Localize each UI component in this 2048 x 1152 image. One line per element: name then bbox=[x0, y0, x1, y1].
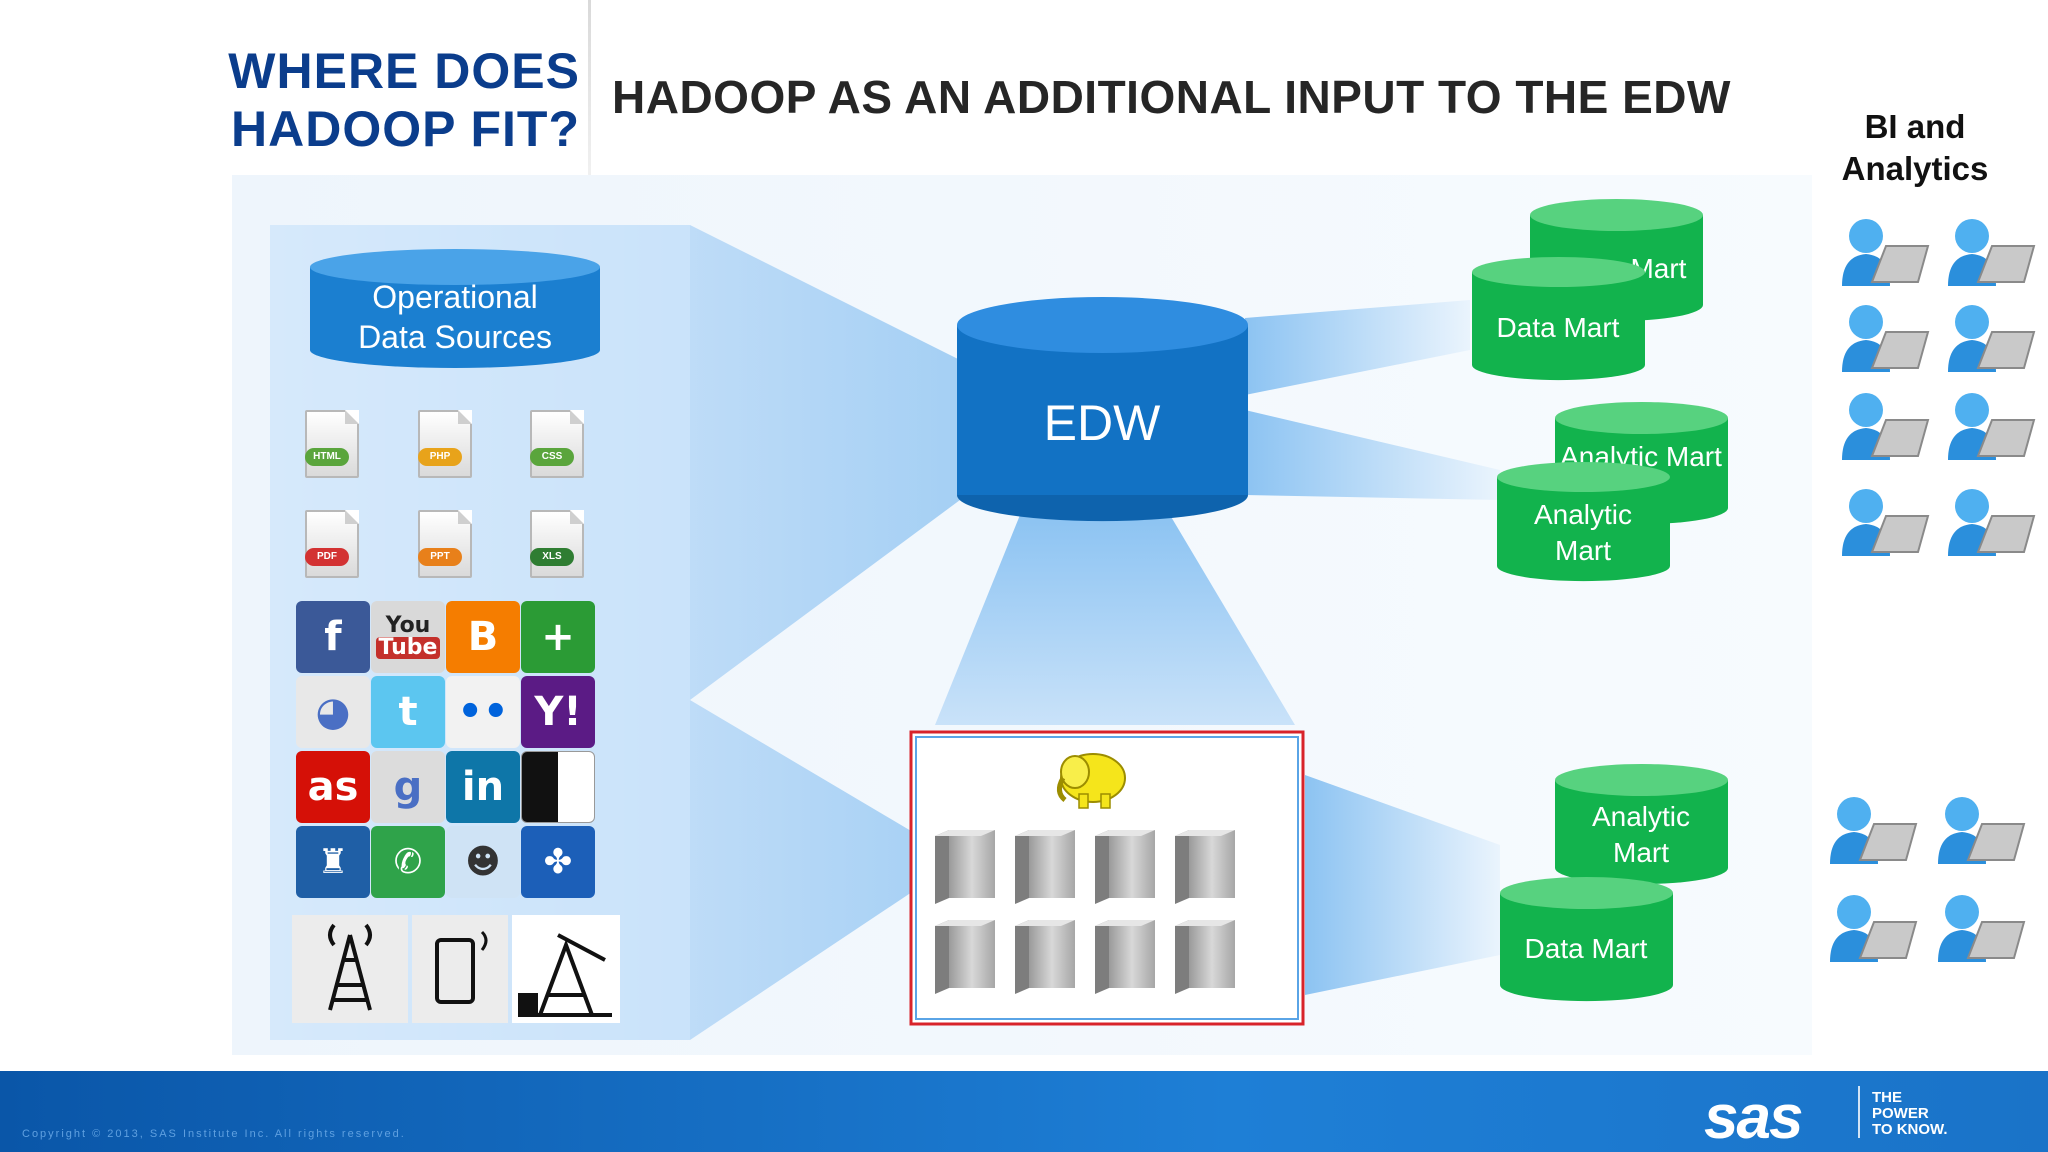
ppt-file-icon: PPT bbox=[418, 510, 472, 578]
mobile-phone-icon bbox=[412, 915, 508, 1023]
analytic-mart-front-cylinder: Analytic Mart bbox=[1497, 462, 1670, 582]
edw-to-data-mart-beam bbox=[1245, 300, 1470, 395]
css-file-icon: CSS bbox=[530, 410, 584, 478]
edw-to-analytic-mart-beam bbox=[1245, 410, 1500, 500]
reddit-icon: ☻ bbox=[446, 826, 520, 898]
myspace-icon: ♜ bbox=[296, 826, 370, 898]
section-title: WHERE DOES HADOOP FIT? bbox=[228, 43, 580, 157]
hadoop-to-marts-beam bbox=[1305, 775, 1500, 995]
server-icon bbox=[1095, 830, 1155, 904]
server-icon bbox=[1015, 920, 1075, 994]
twitter-icon: t bbox=[371, 676, 445, 748]
php-file-icon: PHP bbox=[418, 410, 472, 478]
user-laptop-icon bbox=[1948, 489, 2036, 556]
file-type-label: PPT bbox=[418, 548, 462, 566]
delicious-icon bbox=[521, 751, 595, 823]
analytic-mart-lower-label-1: Analytic bbox=[1592, 801, 1690, 832]
server-icon bbox=[1095, 920, 1155, 994]
sas-tagline: THE POWER TO KNOW. bbox=[1872, 1090, 1962, 1138]
edw-label: EDW bbox=[1044, 395, 1161, 451]
server-icon bbox=[1015, 830, 1075, 904]
linkedin-icon: in bbox=[446, 751, 520, 823]
user-laptop-icon bbox=[1938, 797, 2026, 864]
bi-users bbox=[1830, 219, 2036, 962]
slide-title: HADOOP AS AN ADDITIONAL INPUT TO THE EDW bbox=[612, 71, 1731, 123]
html-file-icon: HTML bbox=[305, 410, 359, 478]
hadoop-servers bbox=[935, 830, 1235, 994]
file-type-label: CSS bbox=[530, 448, 574, 466]
user-laptop-icon bbox=[1948, 393, 2036, 460]
sas-logo: sas bbox=[1704, 1083, 1803, 1152]
user-laptop-icon bbox=[1842, 489, 1930, 556]
blogger-icon: B bbox=[446, 601, 520, 673]
yahoo-icon: Y! bbox=[521, 676, 595, 748]
analytic-mart-lower-label-2: Mart bbox=[1613, 837, 1669, 868]
flickr-icon: •• bbox=[446, 676, 520, 748]
edw-cylinder: EDW bbox=[957, 297, 1248, 522]
hadoop-elephant-icon bbox=[1057, 753, 1126, 809]
user-laptop-icon bbox=[1938, 895, 2026, 962]
user-laptop-icon bbox=[1842, 393, 1930, 460]
title-divider bbox=[588, 0, 591, 200]
pdf-file-icon: PDF bbox=[305, 510, 359, 578]
google-icon: g bbox=[371, 751, 445, 823]
youtube-text-you: You bbox=[385, 613, 431, 638]
tagline-line1: THE bbox=[1872, 1089, 1902, 1106]
xls-file-icon: XLS bbox=[530, 510, 584, 578]
user-laptop-icon bbox=[1830, 797, 1918, 864]
user-laptop-icon bbox=[1842, 305, 1930, 372]
analytic-mart-lower-cylinder: Analytic Mart bbox=[1555, 764, 1728, 885]
bi-title-line1: BI and bbox=[1864, 108, 1966, 145]
whatsapp-icon: ✆ bbox=[371, 826, 445, 898]
user-laptop-icon bbox=[1948, 305, 2036, 372]
facebook-icon: f bbox=[296, 601, 370, 673]
data-mart-lower-label: Data Mart bbox=[1525, 933, 1648, 964]
digg-icon: ✤ bbox=[521, 826, 595, 898]
picasa-icon: ◕ bbox=[296, 676, 370, 748]
google-plus-icon: + bbox=[521, 601, 595, 673]
analytic-mart-front-label-2: Mart bbox=[1555, 535, 1611, 566]
lastfm-icon: as bbox=[296, 751, 370, 823]
hadoop-to-edw-beam bbox=[935, 515, 1295, 725]
file-type-label: XLS bbox=[530, 548, 574, 566]
server-icon bbox=[935, 830, 995, 904]
file-type-label: PDF bbox=[305, 548, 349, 566]
copyright-text: Copyright © 2013, SAS Institute Inc. All… bbox=[22, 1128, 406, 1140]
file-type-label: HTML bbox=[305, 448, 349, 466]
user-laptop-icon bbox=[1948, 219, 2036, 286]
analytic-mart-front-label-1: Analytic bbox=[1534, 499, 1632, 530]
sources-label-line1: Operational bbox=[372, 279, 537, 315]
server-icon bbox=[1175, 830, 1235, 904]
file-type-label: PHP bbox=[418, 448, 462, 466]
bi-analytics-title: BI and Analytics bbox=[1800, 106, 2030, 190]
logo-divider bbox=[1858, 1086, 1860, 1138]
operational-data-sources-cylinder: Operational Data Sources bbox=[310, 249, 600, 368]
cell-tower-icon bbox=[292, 915, 408, 1023]
data-mart-lower-cylinder: Data Mart bbox=[1500, 877, 1673, 1002]
tagline-line2: POWER bbox=[1872, 1105, 1929, 1122]
server-icon bbox=[1175, 920, 1235, 994]
data-mart-front-label: Data Mart bbox=[1497, 312, 1620, 343]
sources-label-line2: Data Sources bbox=[358, 319, 552, 355]
bi-title-line2: Analytics bbox=[1841, 150, 1989, 187]
user-laptop-icon bbox=[1830, 895, 1918, 962]
tagline-line3: TO KNOW. bbox=[1872, 1121, 1948, 1138]
data-mart-front-cylinder: Data Mart bbox=[1472, 257, 1645, 381]
youtube-text-tube: Tube bbox=[375, 637, 441, 659]
footer-bar bbox=[0, 1071, 2048, 1152]
server-icon bbox=[935, 920, 995, 994]
device-icons bbox=[292, 915, 620, 1023]
user-laptop-icon bbox=[1842, 219, 1930, 286]
